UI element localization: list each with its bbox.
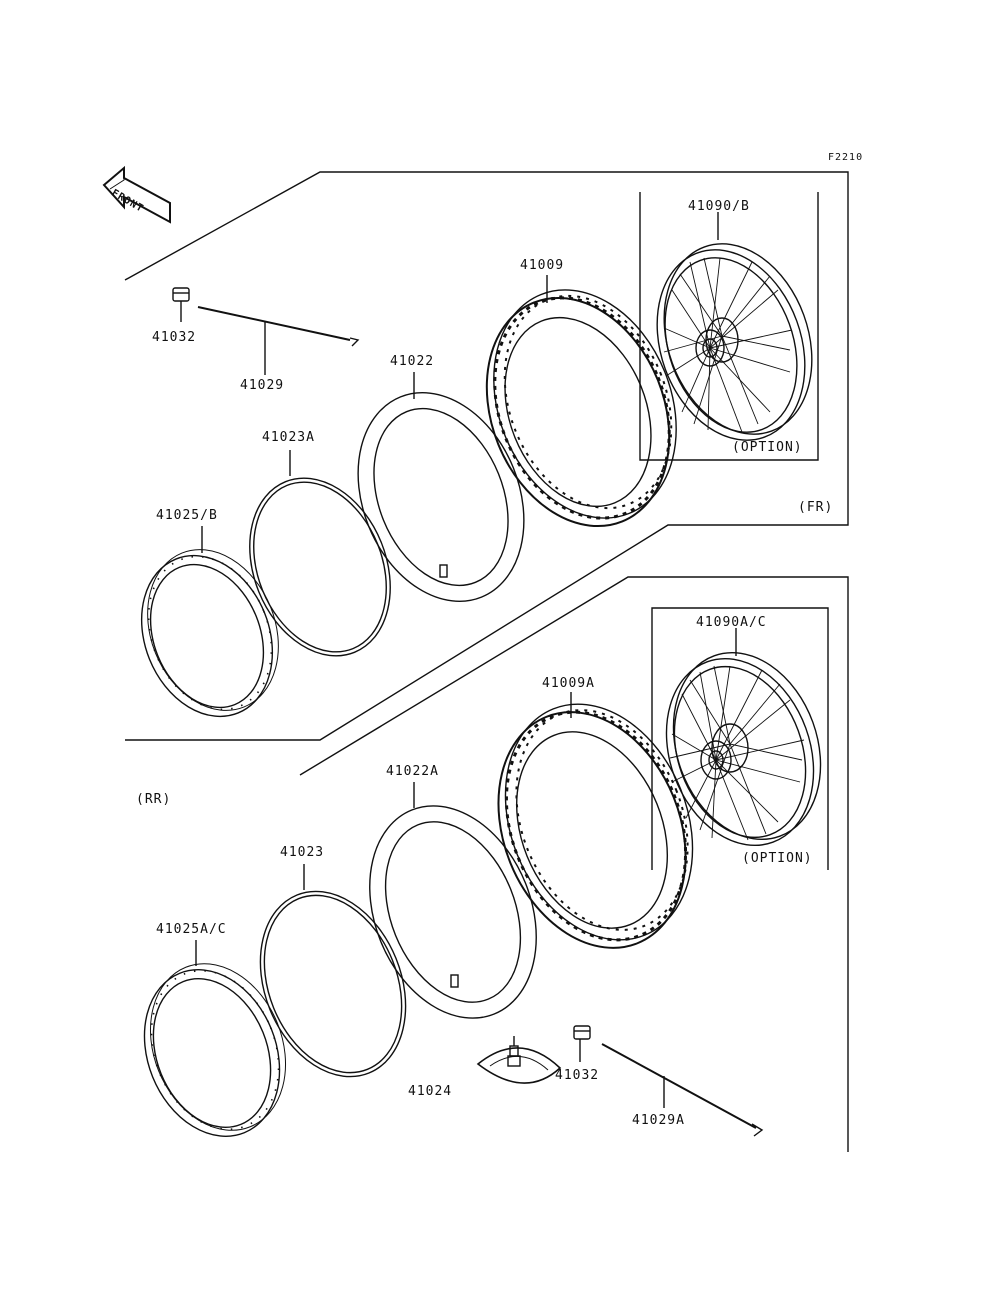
label-41032-rear[interactable]: 41032 xyxy=(555,1068,600,1083)
label-41023[interactable]: 41023 xyxy=(280,845,325,860)
tire-front xyxy=(485,275,677,528)
label-41025a-c[interactable]: 41025A/C xyxy=(156,922,227,937)
option-label-rear: (OPTION) xyxy=(742,851,813,866)
option-label-front: (OPTION) xyxy=(732,440,803,455)
front-option-box xyxy=(639,192,819,461)
front-section-frame xyxy=(124,171,849,741)
label-41023a[interactable]: 41023A xyxy=(262,430,315,445)
inner-tube-rear xyxy=(369,782,537,1019)
rear-section-frame xyxy=(299,576,849,1152)
inner-tube-front xyxy=(357,372,525,603)
spoke-rear xyxy=(601,1043,764,1137)
tire-rear xyxy=(497,692,694,949)
label-41032-front[interactable]: 41032 xyxy=(152,330,197,345)
label-41022a[interactable]: 41022A xyxy=(386,764,439,779)
section-label-rear: (RR) xyxy=(136,792,172,807)
label-41090a-c[interactable]: 41090A/C xyxy=(696,615,767,630)
label-41029a[interactable]: 41029A xyxy=(632,1113,685,1128)
wheel-assembly-front xyxy=(656,212,813,441)
label-41022[interactable]: 41022 xyxy=(390,354,435,369)
figure-code: F2210 xyxy=(828,152,864,163)
label-41024[interactable]: 41024 xyxy=(408,1084,453,1099)
valve-cap-front xyxy=(172,287,190,322)
label-41009[interactable]: 41009 xyxy=(520,258,565,273)
rim-band-rear xyxy=(259,864,407,1078)
rim-rear xyxy=(143,940,287,1137)
valve-cap-rear xyxy=(573,1025,591,1062)
rear-option-box xyxy=(651,607,829,870)
wheel-assembly-rear xyxy=(665,628,822,847)
label-41025-b[interactable]: 41025/B xyxy=(156,508,218,523)
front-arrow-icon xyxy=(102,165,171,224)
label-41090-b[interactable]: 41090/B xyxy=(688,199,750,214)
label-41009a[interactable]: 41009A xyxy=(542,676,595,691)
rim-band-front xyxy=(249,450,391,657)
rim-front xyxy=(140,526,279,718)
spoke-front xyxy=(197,306,360,375)
rim-lock xyxy=(476,1036,562,1084)
label-41029[interactable]: 41029 xyxy=(240,378,285,393)
section-label-front: (FR) xyxy=(798,500,834,515)
